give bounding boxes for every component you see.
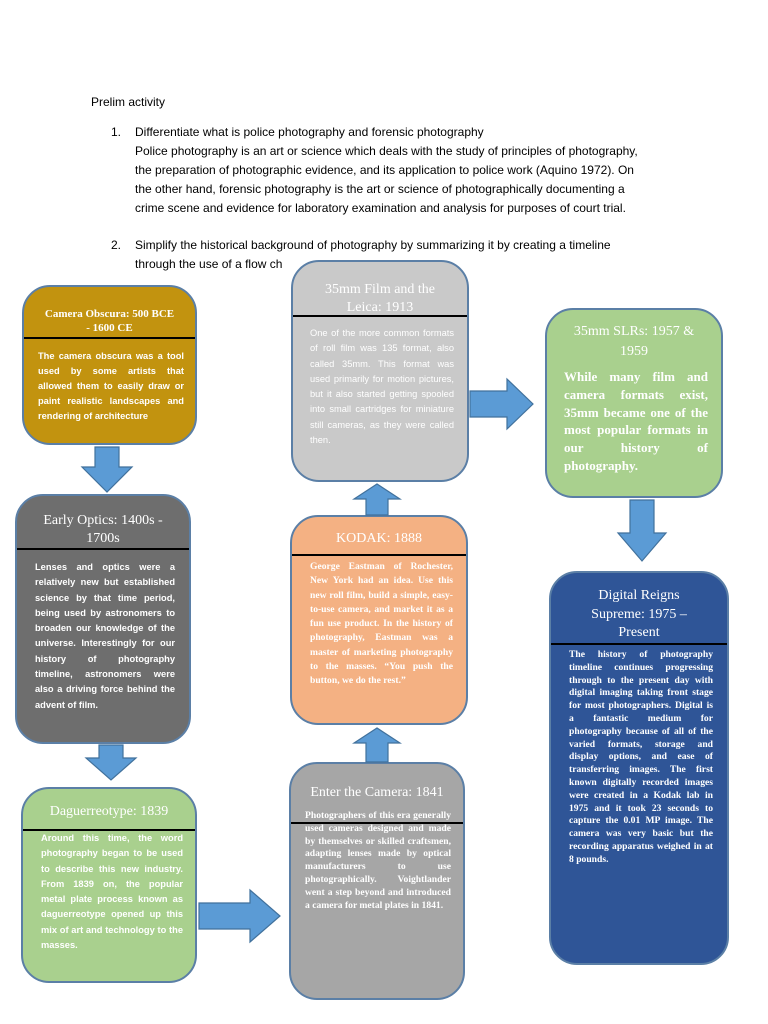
box-camera-obscura: Camera Obscura: 500 BCE - 1600 CE The ca…: [22, 285, 197, 445]
box-enter-the-camera: Enter the Camera: 1841 Photographers of …: [289, 762, 465, 1000]
question-line: the other hand, forensic photography is …: [135, 182, 625, 196]
box-title: 35mm Film and the Leica: 1913: [324, 282, 436, 315]
box-body: Around this time, the word photography b…: [41, 833, 183, 951]
question-line: through the use of a flow ch: [135, 257, 283, 271]
box-kodak: KODAK: 1888 George Eastman of Rochester,…: [290, 515, 468, 725]
box-body: Photographers of this era generally used…: [305, 810, 451, 911]
box-title: Enter the Camera: 1841: [310, 785, 444, 800]
box-body: The camera obscura was a tool used by so…: [38, 351, 184, 421]
box-35mm-leica: 35mm Film and the Leica: 1913 One of the…: [291, 260, 469, 482]
question-line: Police photography is an art or science …: [135, 144, 638, 158]
question-line: Differentiate what is police photography…: [135, 125, 484, 139]
page-title: Prelim activity: [91, 95, 166, 109]
box-body: The history of photography timeline cont…: [569, 649, 713, 865]
box-body: Lenses and optics were a relatively new …: [35, 562, 175, 710]
box-divider: [17, 548, 189, 550]
box-body: While many film and camera formats exist…: [564, 369, 708, 473]
box-title: Early Optics: 1400s - 1700s: [43, 513, 163, 546]
question-line: Simplify the historical background of ph…: [135, 238, 611, 252]
arrow-up-icon: [352, 483, 402, 516]
box-divider: [293, 315, 467, 317]
box-divider: [292, 554, 466, 556]
arrow-right-icon: [198, 888, 281, 944]
box-digital-reigns: Digital Reigns Supreme: 1975 – Present T…: [549, 571, 729, 965]
box-35mm-slrs: 35mm SLRs: 1957 & 1959 While many film a…: [545, 308, 723, 498]
question-text: Differentiate what is police photography…: [135, 123, 675, 218]
box-title: Daguerreotype: 1839: [49, 804, 169, 819]
box-title: Digital Reigns Supreme: 1975 – Present: [591, 588, 687, 640]
box-divider: [23, 829, 195, 831]
box-early-optics: Early Optics: 1400s - 1700s Lenses and o…: [15, 494, 191, 744]
box-divider: [291, 822, 463, 824]
box-divider: [551, 643, 727, 645]
question-line: crime scene and evidence for laboratory …: [135, 201, 626, 215]
question-number: 1.: [111, 125, 122, 139]
arrow-up-icon: [352, 727, 402, 763]
box-title: 35mm SLRs: 1957 & 1959: [573, 324, 695, 359]
arrow-right-icon: [469, 377, 534, 431]
box-body: One of the more common formats of roll f…: [310, 328, 454, 446]
box-title: Camera Obscura: 500 BCE - 1600 CE: [44, 308, 175, 334]
arrow-down-icon: [80, 446, 134, 493]
arrow-down-icon: [616, 499, 668, 562]
question-number: 2.: [111, 238, 122, 252]
question-text: Simplify the historical background of ph…: [135, 236, 675, 274]
box-title: KODAK: 1888: [336, 531, 422, 546]
arrow-down-icon: [84, 744, 138, 781]
question-line: the preparation of photographic evidence…: [135, 163, 634, 177]
box-divider: [24, 337, 195, 339]
box-body: George Eastman of Rochester, New York ha…: [310, 561, 453, 687]
box-daguerreotype: Daguerreotype: 1839 Around this time, th…: [21, 787, 197, 983]
